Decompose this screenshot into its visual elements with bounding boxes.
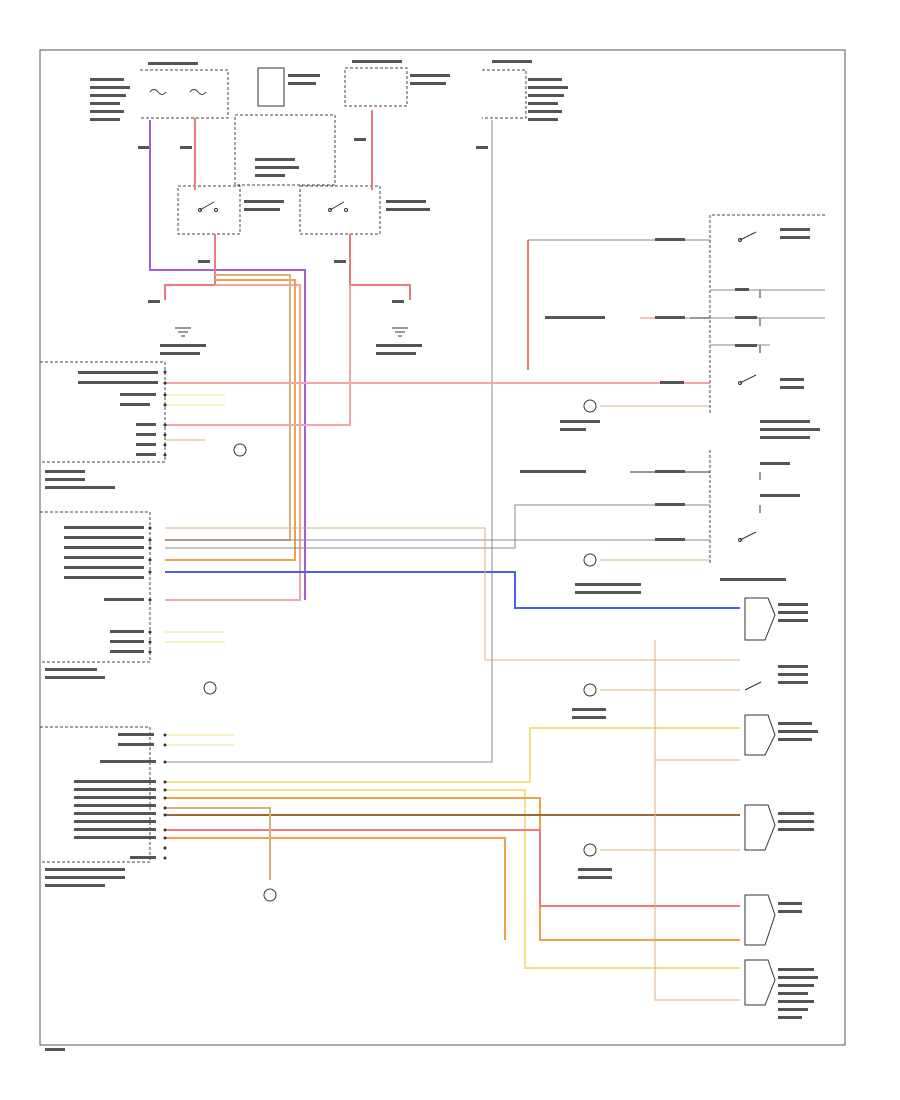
fuse-box-middle [344,67,408,107]
wire-tan [165,807,271,880]
wire-orange [165,837,506,940]
fuse-icon [149,89,207,95]
module-left-center [40,511,151,663]
wire-gray [165,120,493,763]
wire-pink-harness [165,284,301,601]
wire-orange [165,797,740,941]
module-front-left [40,361,166,463]
relay-icon [299,185,381,235]
wire-yellow [165,727,740,783]
wire-yellow [165,631,225,643]
wire-orange-harness [165,279,296,561]
ground-icon [175,327,408,337]
wire-pink [165,285,351,426]
wire-red [165,829,740,907]
switch-panel-top [709,214,825,415]
wire-yellow [165,789,740,969]
wire-blue [165,571,740,609]
wire-gray [710,289,825,346]
switch-icon [738,231,761,542]
wire-yellow [165,394,225,406]
wire-harness [149,110,740,1001]
diagram-border [39,49,846,1046]
relay-icon [177,185,241,235]
wire-yellow [165,734,235,746]
relay-icon [257,67,285,107]
wire-purple [149,120,306,600]
label-marks [90,60,568,355]
relay-icon [234,114,336,186]
connector-pins [148,370,167,860]
label-marks [45,371,158,1051]
wire-tan-harness [165,274,291,541]
wire-tan [655,689,740,851]
fuse-box-right [482,69,527,119]
wire-red [164,234,216,300]
module-rear-left [40,726,151,863]
fuse-box-left [140,69,229,119]
wire-gray [165,504,710,549]
wire-tan [165,527,740,661]
left-modules [40,361,277,1051]
right-switch-panel [520,214,825,1019]
power-distribution-section [90,60,568,355]
wire-tan [654,640,740,1001]
ground-icon [583,399,597,857]
switch-icon [198,201,348,212]
ground-icon [203,443,277,902]
wire-red [349,234,411,300]
actuator-icon [744,597,776,1006]
label-marks [520,228,820,1019]
